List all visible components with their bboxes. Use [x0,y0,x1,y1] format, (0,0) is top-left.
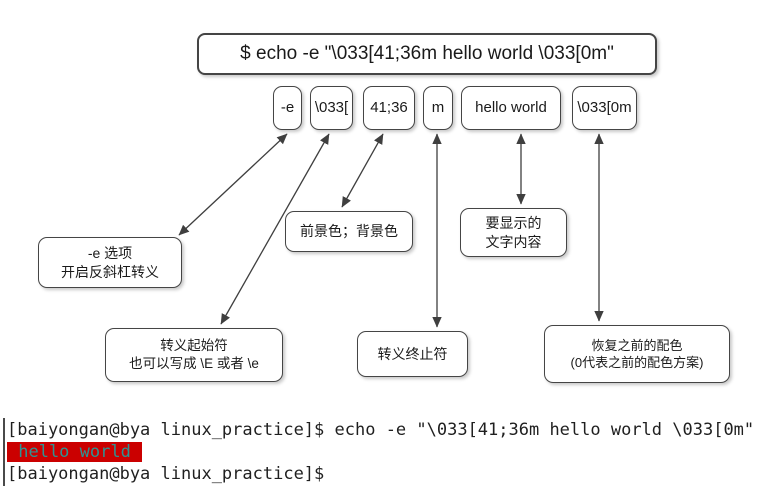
annotation-line: (0代表之前的配色方案) [570,355,704,370]
annotation-display-text: 要显示的 文字内容 [460,208,567,257]
annotation-line: 开启反斜杠转义 [61,263,159,280]
token-label: 41;36 [370,99,408,117]
token-box-color-codes: 41;36 [363,86,415,130]
annotation-foreground-background: 前景色；背景色 [285,211,413,252]
annotation-line: 要显示的 [485,215,542,232]
terminal-output-line: hello world [7,441,143,463]
terminal-command-line: [baiyongan@bya linux_practice]$ echo -e … [7,420,755,440]
annotation-line: -e 选项 [87,245,133,262]
annotation-escape-start: 转义起始符 也可以写成 \E 或者 \e [105,328,283,382]
token-label: m [431,99,445,117]
token-box-m: m [423,86,453,130]
token-box-escape-start: \033[ [310,86,353,130]
annotation-line: 文字内容 [485,233,542,250]
token-box-e-flag: -e [273,86,302,130]
annotation-line: 转义起始符 [160,338,228,354]
arrow-color-codes [341,133,384,208]
annotation-line: 也可以写成 \E 或者 \e [129,356,259,371]
terminal-prompt-line: [baiyongan@bya linux_practice]$ [7,464,325,484]
terminal-left-bar [3,418,5,486]
annotation-escape-end: 转义终止符 [357,331,468,377]
token-box-escape-reset: \033[0m [572,86,637,130]
annotation-line: 恢复之前的配色 [591,337,683,353]
command-text: $ echo -e "\033[41;36m hello world \033[… [240,43,614,65]
token-label: \033[0m [577,99,632,117]
annotation-restore-color: 恢复之前的配色 (0代表之前的配色方案) [544,325,730,383]
token-label: -e [280,99,295,117]
arrow-e-flag [178,133,288,236]
terminal-output-highlight: hello world [7,442,143,462]
annotation-line: 转义终止符 [377,345,448,362]
annotation-line: 前景色；背景色 [300,223,398,240]
annotation-e-option: -e 选项 开启反斜杠转义 [38,237,182,288]
command-box: $ echo -e "\033[41;36m hello world \033[… [197,33,657,75]
terminal-block: [baiyongan@bya linux_practice]$ echo -e … [0,417,773,497]
token-box-hello-world: hello world [461,86,561,130]
token-label: \033[ [314,99,349,117]
token-label: hello world [475,99,547,117]
